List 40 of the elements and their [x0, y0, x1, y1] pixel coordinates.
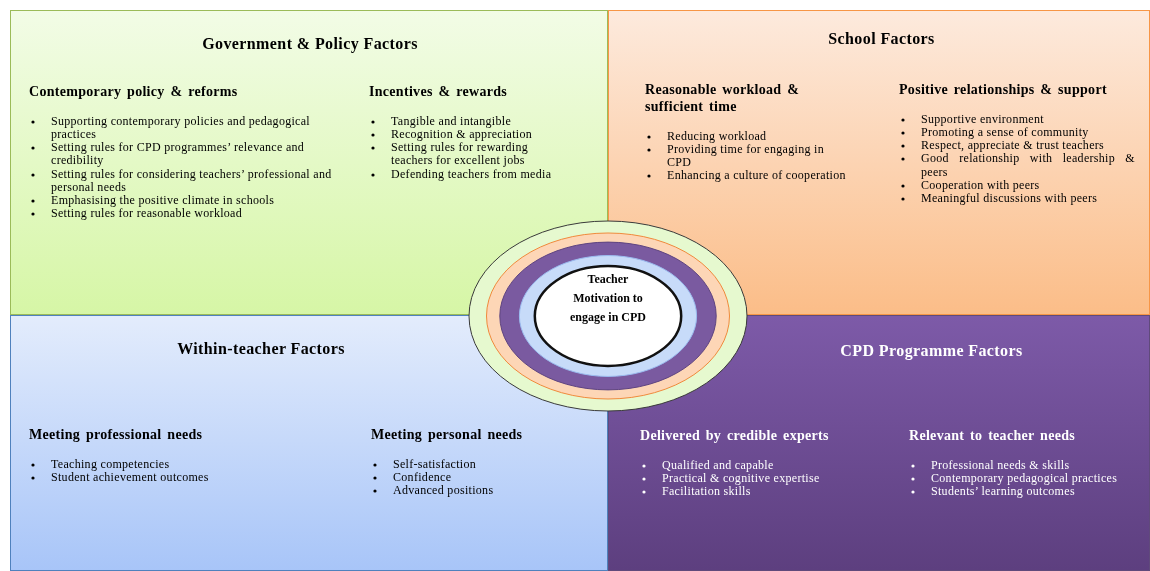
- panel-title: School Factors: [827, 30, 936, 48]
- bullet-item: Respect, appreciate & trust teachers: [921, 138, 1105, 153]
- bullet-item: Contemporary pedagogical practices: [931, 471, 1118, 485]
- bullet-item: Advanced positions: [393, 483, 494, 498]
- section-heading: Meeting personal needs: [371, 427, 524, 444]
- bullet-item: Enhancing a culture of cooperation: [667, 168, 846, 183]
- section-heading: Incentives & rewards: [369, 84, 509, 101]
- bullet-item: Recognition & appreciation: [391, 127, 533, 141]
- bullet-item: Setting rules for CPD programmes’ relevance and credibility: [51, 140, 305, 168]
- section-heading: Contemporary policy & reforms: [29, 84, 239, 101]
- bullet-item: Self-satisfaction: [393, 456, 477, 471]
- bullet-item: Setting rules for reasonable workload: [51, 206, 243, 221]
- section-heading: Delivered by credible experts: [640, 428, 830, 445]
- bullet-item: Qualified and capable: [662, 457, 774, 472]
- bullet-item: Teaching competencies: [51, 456, 170, 471]
- factor-panel: [10, 315, 608, 571]
- bullet-item: Setting rules for rewarding teachers for excellent jobs: [391, 140, 529, 168]
- panel-title: Within-teacher Factors: [176, 340, 346, 358]
- bullet-item: Facilitation skills: [662, 484, 751, 499]
- section-heading: Reasonable workload & sufficient time: [645, 82, 801, 116]
- bullet-item: Confidence: [393, 470, 452, 484]
- bullet-item: Setting rules for considering teachers’ professional and personal needs: [51, 166, 332, 194]
- section-heading: Relevant to teacher needs: [909, 428, 1077, 445]
- bullet-item: Good relationship with leadership & peers: [921, 151, 1135, 179]
- concentric-circles: [468, 220, 748, 412]
- panel-title: Government & Policy Factors: [201, 35, 419, 53]
- section-heading: Meeting professional needs: [29, 427, 204, 444]
- center-label: Teacher Motivation to engage in CPD: [569, 271, 647, 327]
- bullet-item: Reducing workload: [667, 128, 767, 143]
- bullet-item: Students’ learning outcomes: [931, 484, 1075, 499]
- bullet-item: Promoting a sense of community: [921, 125, 1089, 139]
- panel-title: CPD Programme Factors: [839, 342, 1024, 360]
- section-heading: Positive relationships & support: [899, 82, 1108, 99]
- bullet-item: Defending teachers from media: [391, 166, 552, 181]
- bullet-item: Student achievement outcomes: [51, 470, 209, 484]
- bullet-item: Professional needs & skills: [931, 457, 1070, 472]
- bullet-item: Tangible and intangible: [391, 113, 512, 128]
- bullet-item: Practical & cognitive expertise: [662, 471, 820, 485]
- bullet-item: Supportive environment: [921, 111, 1044, 126]
- bullet-item: Supporting contemporary policies and pedagogical practices: [51, 113, 310, 141]
